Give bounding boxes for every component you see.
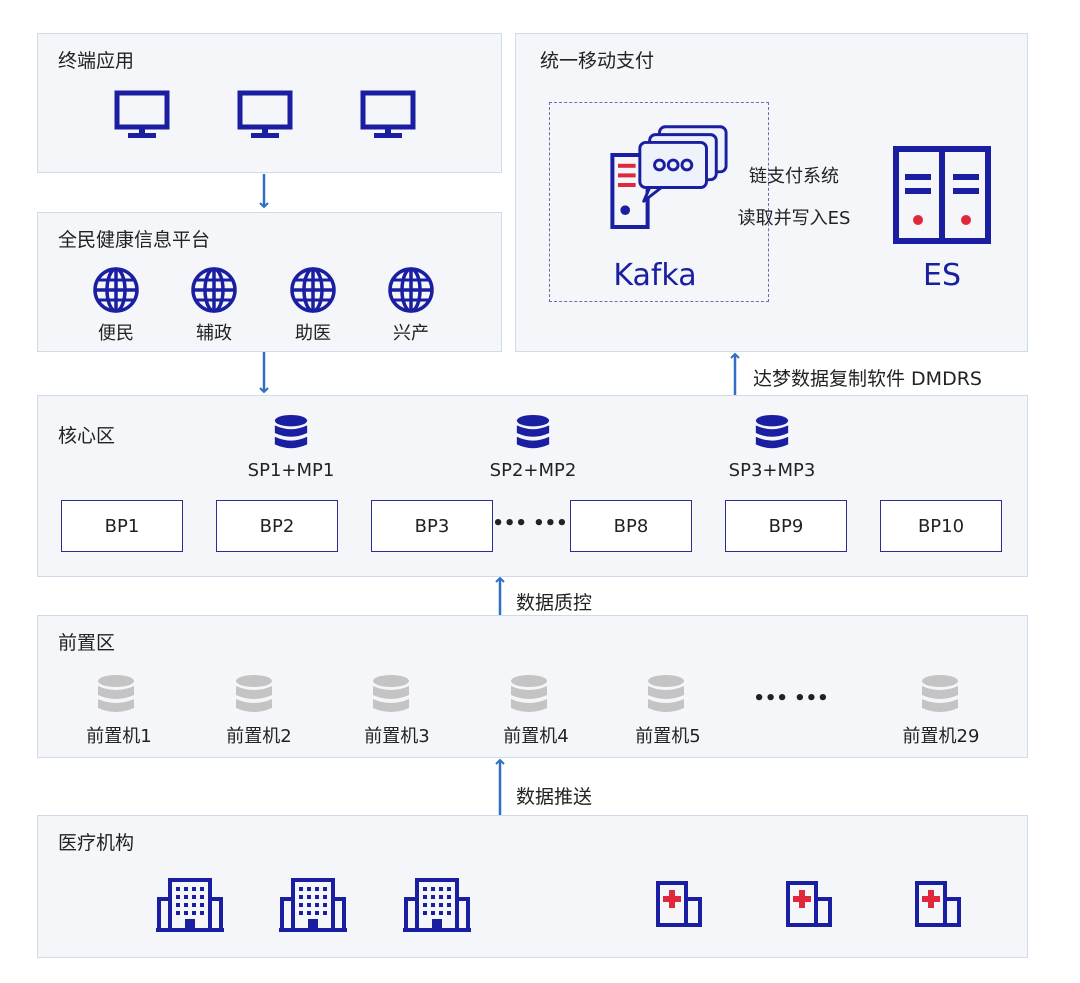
hospital-building-icon [403,877,471,933]
front-item-label: 前置机29 [902,726,980,747]
medical-title: 医疗机构 [58,832,135,854]
monitor-icon [360,90,416,140]
front-item-label: 前置机1 [86,726,152,747]
platform-panel: 全民健康信息平台 便民 辅政 助医 兴产 [37,212,502,352]
front-ellipsis: ••• ••• [753,688,829,709]
monitor-icon [114,90,170,140]
payment-title: 统一移动支付 [540,50,655,72]
quality-label: 数据质控 [516,592,593,614]
terminal-panel: 终端应用 [37,33,502,173]
flow-label-line1: 链支付系统 [749,166,839,187]
front-item-label: 前置机2 [226,726,292,747]
globe-icon [387,266,435,314]
database-icon [96,674,136,716]
bp-label: BP10 [917,515,965,537]
front-title: 前置区 [58,632,116,654]
bp-box: BP9 [725,500,847,552]
clinic-icon [913,879,963,929]
platform-item-label: 便民 [98,323,134,344]
core-panel: 核心区 SP1+MP1 SP2+MP2 SP3+MP3 BP1 BP2 BP3 … [37,395,1028,577]
front-panel: 前置区 前置机1 前置机2 前置机3 前置机4 前置机5 ••• ••• 前置机… [37,615,1028,758]
bp-box: BP10 [880,500,1002,552]
bp-box: BP8 [570,500,692,552]
platform-item-label: 助医 [295,323,331,344]
platform-title: 全民健康信息平台 [58,229,211,251]
bp-box: BP2 [216,500,338,552]
clinic-icon [784,879,834,929]
core-db-label: SP2+MP2 [489,460,577,481]
database-icon [753,414,791,452]
bp-label: BP1 [104,515,140,537]
hospital-building-icon [156,877,224,933]
payment-panel: 统一移动支付 Kafka 链支付系统 读取并写入ES ES [515,33,1028,352]
platform-item-label: 辅政 [196,323,232,344]
database-icon [509,674,549,716]
message-queue-icon [632,124,730,204]
bp-box: BP3 [371,500,493,552]
bp-label: BP9 [768,515,804,537]
es-server-icon [893,146,991,244]
database-icon [646,674,686,716]
platform-item-label: 兴产 [393,323,429,344]
database-icon [234,674,274,716]
kafka-box [549,102,769,302]
core-title: 核心区 [58,425,116,447]
kafka-label: Kafka [613,258,697,293]
dmdrs-label: 达梦数据复制软件 DMDRS [753,368,982,390]
bp-label: BP8 [613,515,649,537]
database-icon [514,414,552,452]
core-db-label: SP1+MP1 [247,460,335,481]
clinic-icon [654,879,704,929]
globe-icon [92,266,140,314]
globe-icon [289,266,337,314]
bp-label: BP3 [414,515,450,537]
front-item-label: 前置机5 [635,726,701,747]
es-label: ES [923,258,961,293]
core-ellipsis: ••• ••• [492,513,568,534]
front-item-label: 前置机3 [364,726,430,747]
medical-panel: 医疗机构 [37,815,1028,958]
monitor-icon [237,90,293,140]
globe-icon [190,266,238,314]
database-icon [920,674,960,716]
terminal-title: 终端应用 [58,50,135,72]
push-label: 数据推送 [516,786,593,808]
flow-label-line2: 读取并写入ES [737,208,851,229]
database-icon [371,674,411,716]
bp-box: BP1 [61,500,183,552]
bp-label: BP2 [259,515,295,537]
front-item-label: 前置机4 [503,726,569,747]
core-db-label: SP3+MP3 [728,460,816,481]
database-icon [272,414,310,452]
hospital-building-icon [279,877,347,933]
